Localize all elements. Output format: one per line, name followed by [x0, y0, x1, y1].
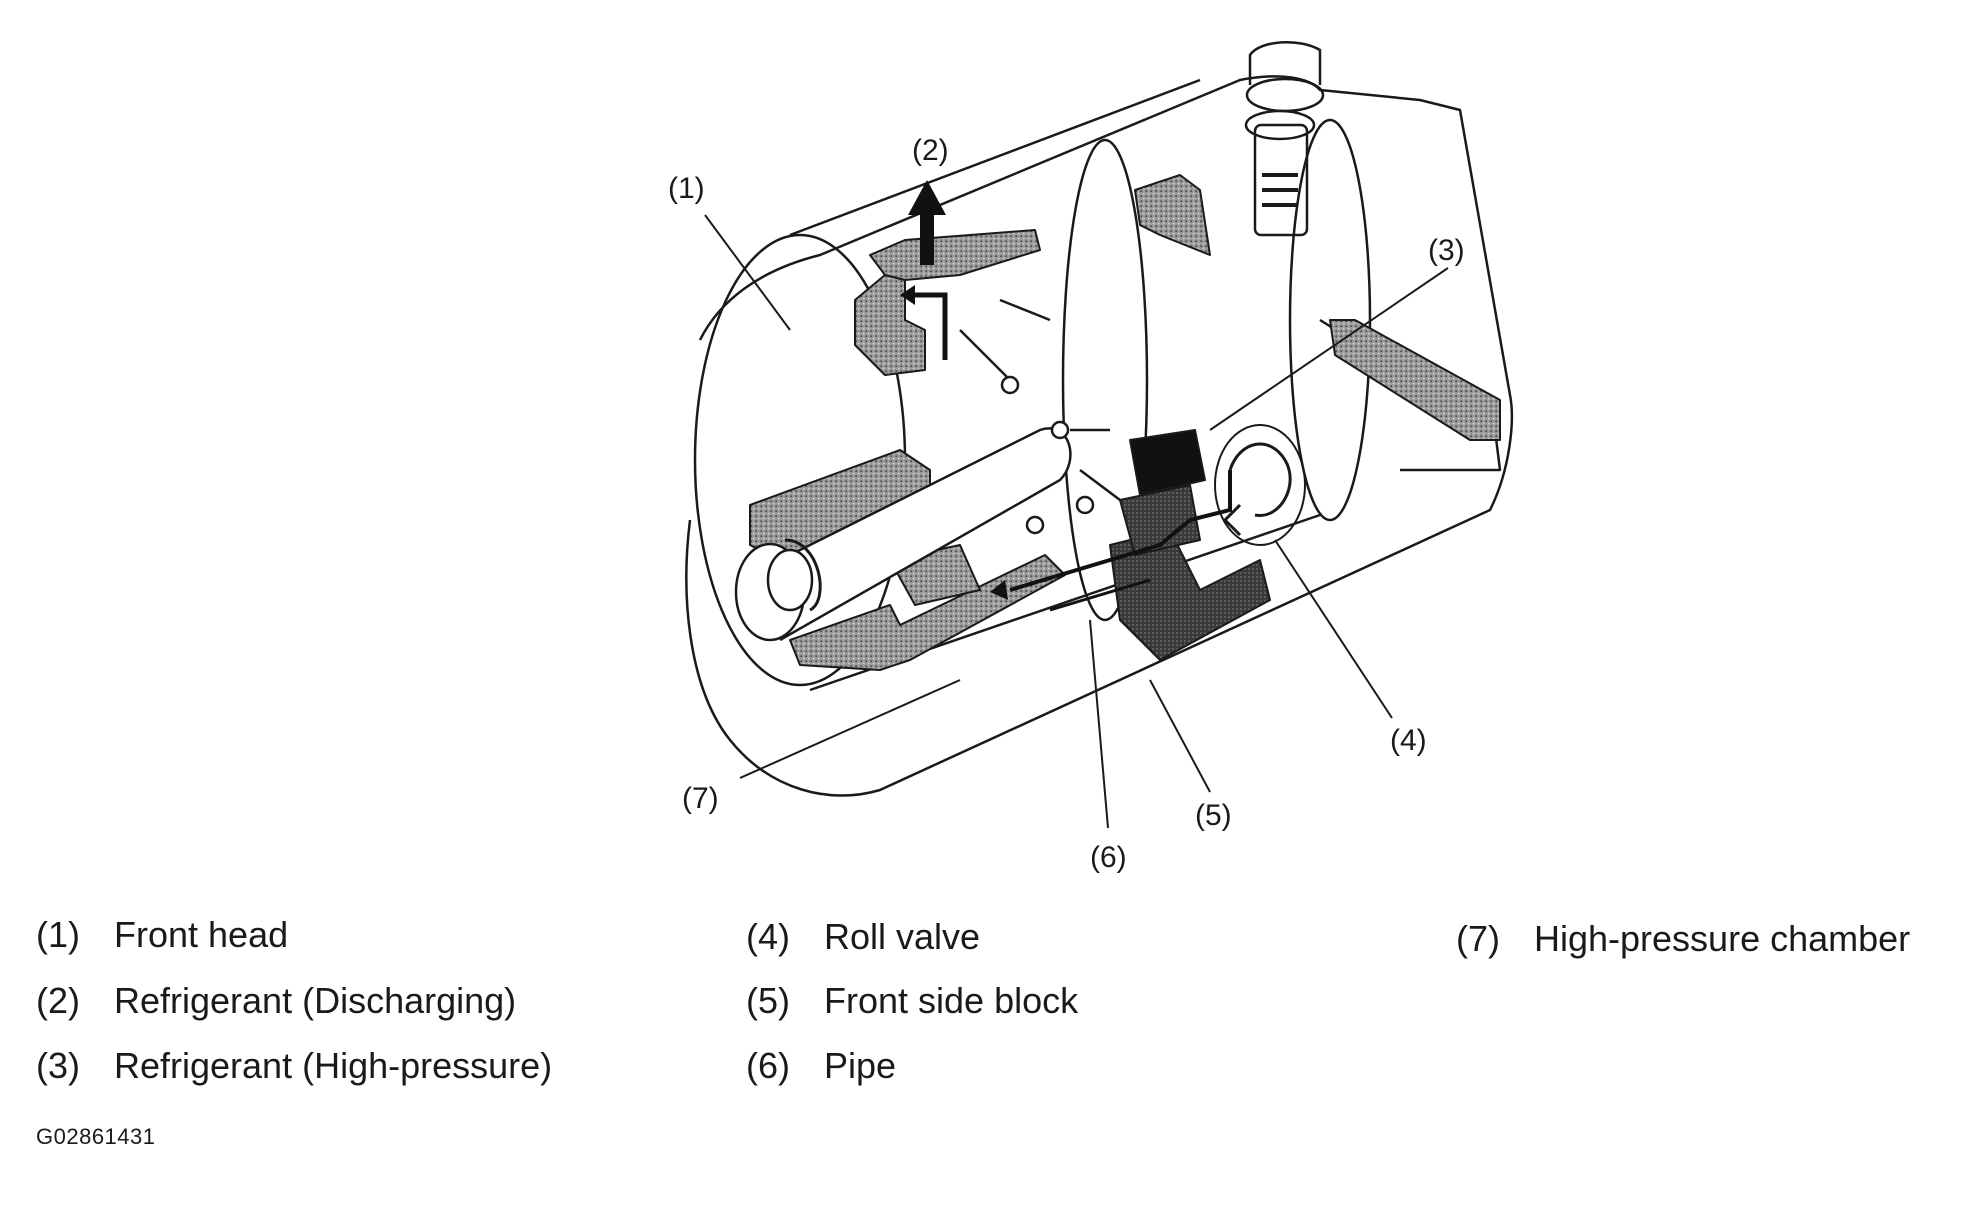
legend-num-5: (5) — [746, 980, 790, 1021]
legend-text-3: Refrigerant (High-pressure) — [114, 1045, 553, 1086]
compressor-body — [685, 41, 1514, 797]
legend-num-6: (6) — [746, 1045, 790, 1086]
legend-text-5: Front side block — [824, 980, 1079, 1021]
leader-lines — [704, 214, 1449, 829]
shaft-and-rotor — [734, 298, 1121, 642]
legend-text-7: High-pressure chamber — [1534, 918, 1911, 959]
legend-text-4: Roll valve — [824, 916, 981, 957]
callout-2: (2) — [912, 134, 949, 167]
callout-3: (3) — [1428, 234, 1465, 267]
callout-1: (1) — [668, 172, 705, 205]
callout-4: (4) — [1390, 724, 1427, 757]
callout-7: (7) — [682, 782, 719, 815]
legend-text-2: Refrigerant (Discharging) — [114, 980, 517, 1021]
legend-text-1: Front head — [114, 914, 289, 955]
legend-num-1: (1) — [36, 914, 80, 955]
callout-5: (5) — [1195, 799, 1232, 832]
sectioned-walls — [749, 174, 1501, 671]
flow-arrows — [900, 180, 1232, 612]
legend-num-4: (4) — [746, 916, 790, 957]
legend-num-2: (2) — [36, 980, 80, 1021]
figure-code: G02861431 — [36, 1124, 156, 1149]
legend-text-6: Pipe — [824, 1045, 897, 1086]
rotation-arrow — [784, 538, 822, 612]
legend-num-7: (7) — [1456, 918, 1500, 959]
callout-6: (6) — [1090, 841, 1127, 874]
legend-num-3: (3) — [36, 1045, 80, 1086]
roll-valve — [1214, 424, 1306, 546]
